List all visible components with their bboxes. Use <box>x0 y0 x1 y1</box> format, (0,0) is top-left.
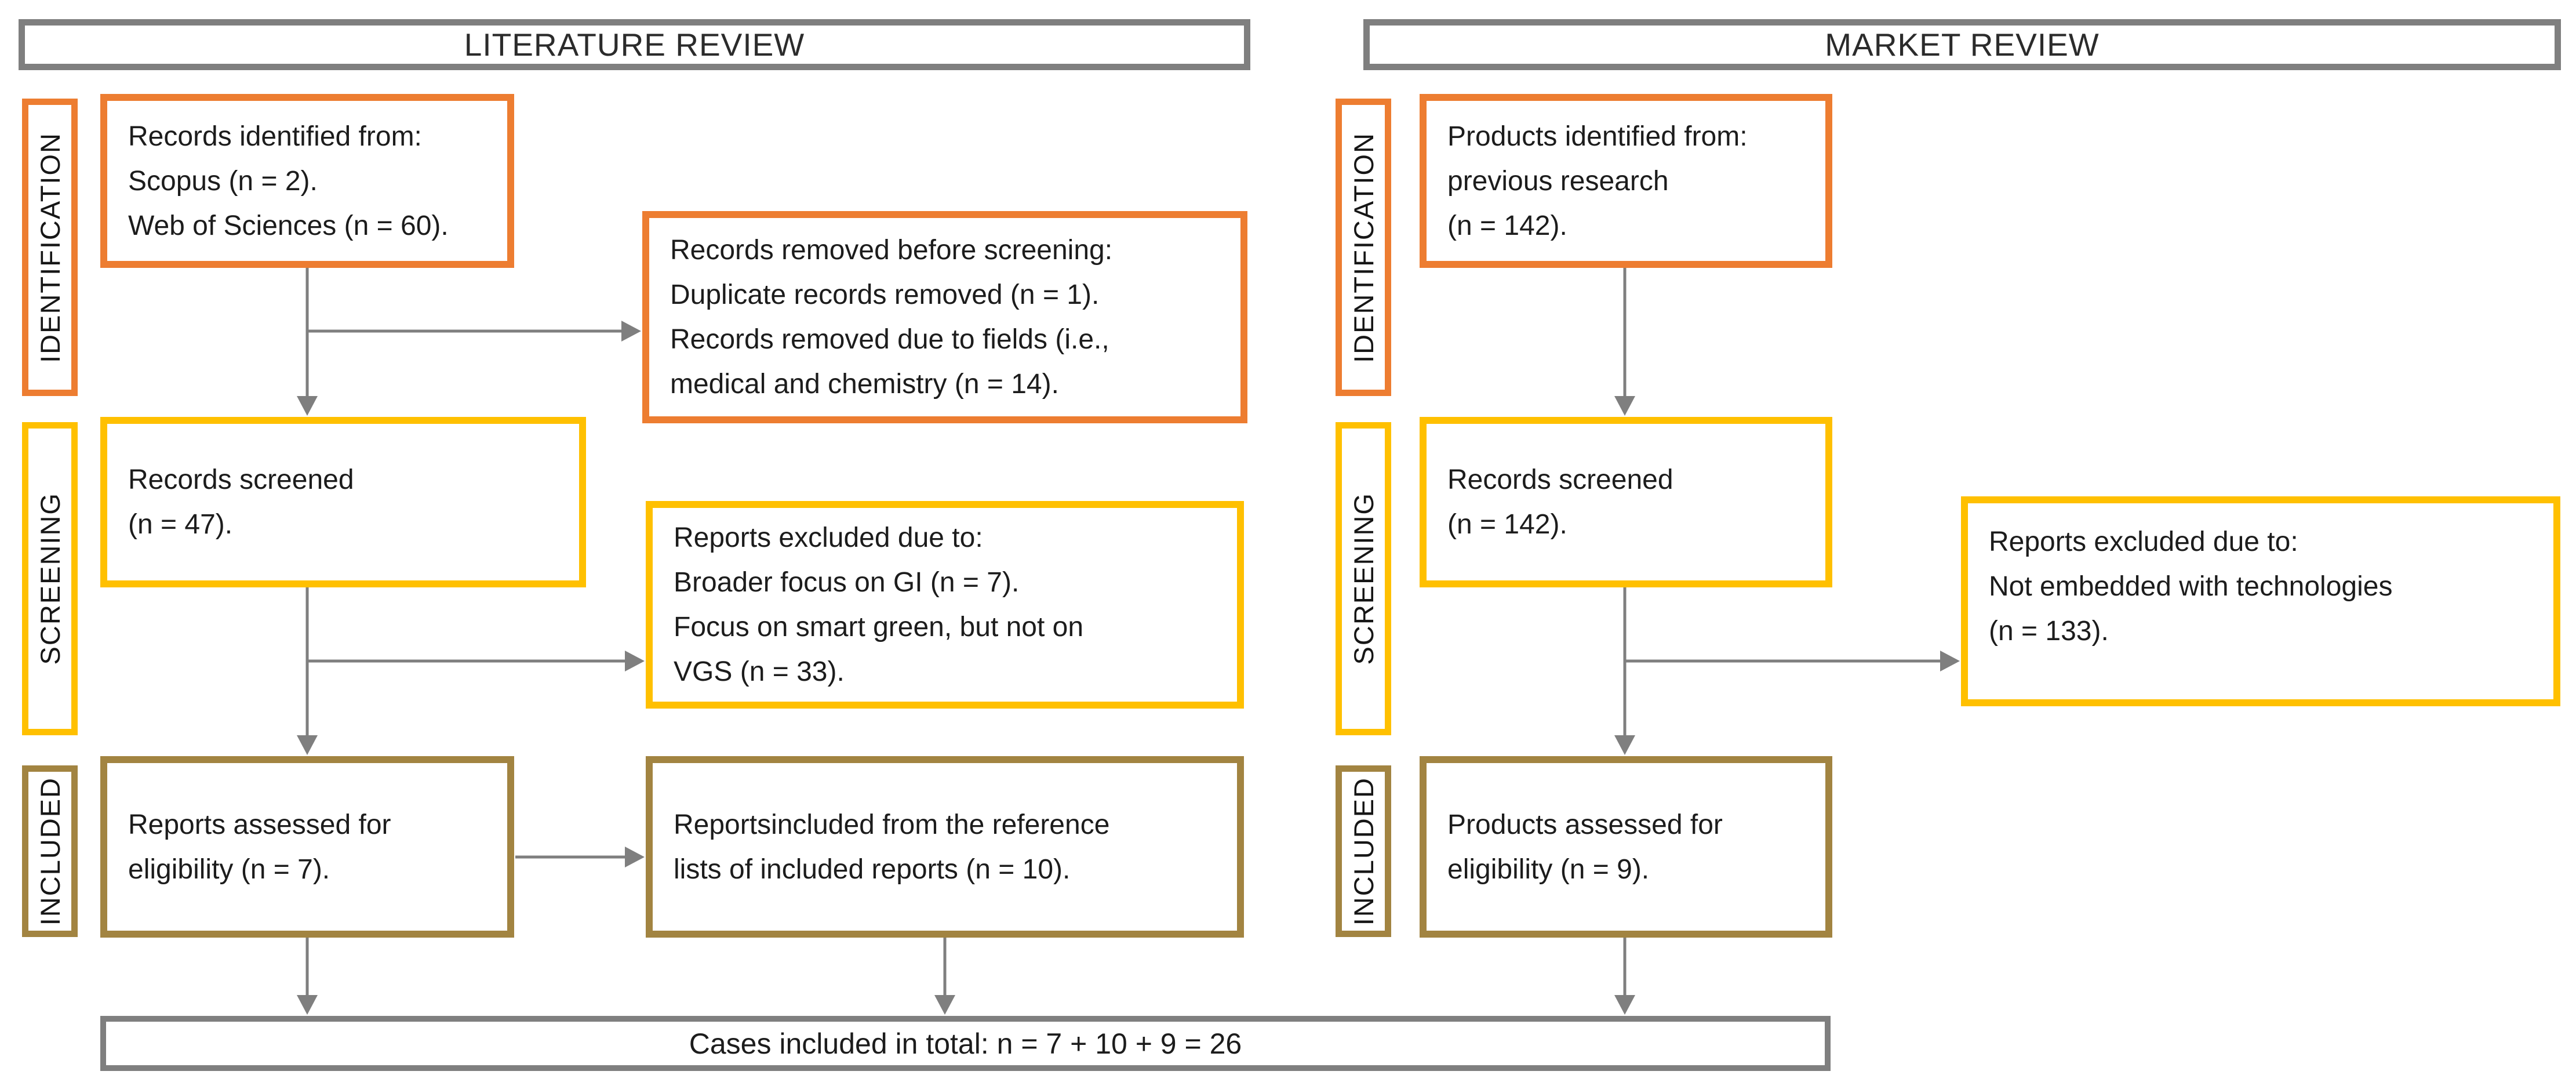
mkt-stage-identification-label: IDENTIFICATION <box>1348 132 1379 363</box>
arrow-mkt-branch-to-excluded <box>1625 651 1960 671</box>
lit-reports-assessed-text: Reports assessed for eligibility (n = 7)… <box>128 809 391 885</box>
mkt-products-assessed-text: Products assessed for eligibility (n = 9… <box>1447 809 1723 885</box>
mkt-records-screened-text: Records screened (n = 142). <box>1447 464 1673 540</box>
cases-included-total-text: Cases included in total: n = 7 + 10 + 9 … <box>689 1027 1242 1060</box>
lit-records-screened-box: Records screened (n = 47). <box>100 417 586 587</box>
lit-records-screened-text: Records screened (n = 47). <box>128 464 354 540</box>
mkt-reports-excluded-text: Reports excluded due to: Not embedded wi… <box>1989 527 2393 647</box>
mkt-reports-excluded-box: Reports excluded due to: Not embedded wi… <box>1961 496 2560 706</box>
lit-reports-excluded-text: Reports excluded due to: Broader focus o… <box>674 522 1084 687</box>
mkt-stage-screening: SCREENING <box>1336 422 1391 735</box>
lit-records-removed-box: Records removed before screening: Duplic… <box>642 211 1247 423</box>
lit-reports-assessed-box: Reports assessed for eligibility (n = 7)… <box>100 756 514 938</box>
literature-review-header: LITERATURE REVIEW <box>19 19 1250 70</box>
market-review-header-label: MARKET REVIEW <box>1825 27 2100 63</box>
literature-review-header-label: LITERATURE REVIEW <box>464 27 805 63</box>
lit-stage-included-label: INCLUDED <box>34 776 66 926</box>
arrow-mkt-screened-to-assessed <box>1614 587 1635 755</box>
lit-records-identified-box: Records identified from: Scopus (n = 2).… <box>100 94 514 268</box>
arrow-lit-identified-to-screened <box>297 268 318 416</box>
mkt-stage-identification: IDENTIFICATION <box>1336 99 1391 396</box>
lit-stage-identification-label: IDENTIFICATION <box>34 132 66 363</box>
lit-reports-from-references-box: Reportsincluded from the reference lists… <box>646 756 1244 938</box>
lit-stage-screening-label: SCREENING <box>34 492 66 665</box>
arrow-lit-references-to-total <box>934 938 955 1015</box>
cases-included-total-bar: Cases included in total: n = 7 + 10 + 9 … <box>100 1016 1831 1071</box>
arrow-lit-branch-to-excluded <box>307 651 645 671</box>
lit-stage-identification: IDENTIFICATION <box>22 99 78 396</box>
mkt-stage-included-label: INCLUDED <box>1348 776 1379 926</box>
arrow-lit-assessed-to-total <box>297 938 318 1015</box>
arrow-lit-branch-to-removed <box>307 321 641 342</box>
lit-stage-screening: SCREENING <box>22 422 78 735</box>
lit-records-identified-text: Records identified from: Scopus (n = 2).… <box>128 121 449 241</box>
market-review-header: MARKET REVIEW <box>1363 19 2561 70</box>
arrow-mkt-assessed-to-total <box>1614 938 1635 1015</box>
arrow-lit-assessed-to-references <box>515 847 645 867</box>
mkt-products-identified-text: Products identified from: previous resea… <box>1447 121 1748 241</box>
mkt-stage-screening-label: SCREENING <box>1348 492 1379 665</box>
mkt-records-screened-box: Records screened (n = 142). <box>1420 417 1832 587</box>
arrow-mkt-identified-to-screened <box>1614 268 1635 416</box>
lit-stage-included: INCLUDED <box>22 765 78 937</box>
lit-reports-excluded-box: Reports excluded due to: Broader focus o… <box>646 501 1244 709</box>
lit-records-removed-text: Records removed before screening: Duplic… <box>670 235 1113 400</box>
mkt-products-assessed-box: Products assessed for eligibility (n = 9… <box>1420 756 1832 938</box>
mkt-stage-included: INCLUDED <box>1336 765 1391 937</box>
mkt-products-identified-box: Products identified from: previous resea… <box>1420 94 1832 268</box>
lit-reports-from-references-text: Reportsincluded from the reference lists… <box>674 809 1110 885</box>
arrow-lit-screened-to-assessed <box>297 587 318 755</box>
